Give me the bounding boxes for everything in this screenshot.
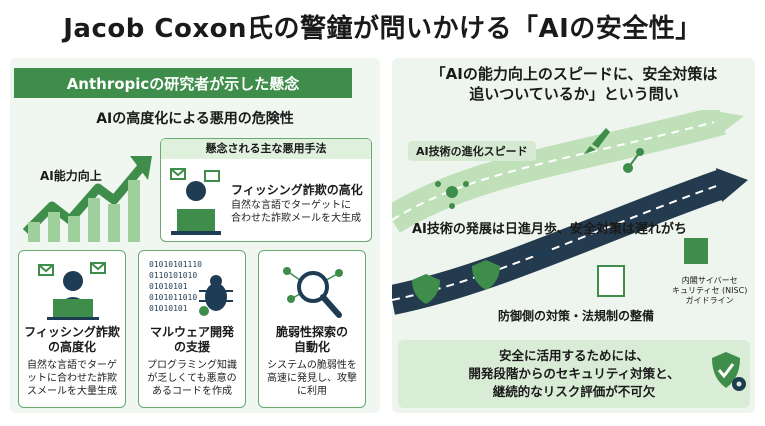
left-subtitle: AIの高度化による悪用の危険性 bbox=[96, 111, 294, 127]
phishing-hacker-icon bbox=[38, 262, 106, 320]
vuln-card: 脆弱性探索の 自動化 システムの脆弱性を 高速に発見し、攻撃 に利用 bbox=[258, 250, 366, 408]
magnifier-network-icon bbox=[283, 267, 343, 318]
malware-text-line3: あるコードを作成 bbox=[152, 386, 232, 397]
conclusion-line2: 開発段階からのセキュリティ対策と、 bbox=[468, 366, 680, 381]
phishing-heading-line2: の高度化 bbox=[47, 340, 96, 354]
malware-bug-icon bbox=[199, 275, 233, 316]
phishing-card-heading: フィッシング詐欺 の高度化 bbox=[19, 325, 125, 355]
malware-card-text: プログラミング知識 が乏しくても悪意の あるコードを作成 bbox=[143, 359, 241, 398]
conclusion-box: 安全に活用するためには、 開発段階からのセキュリティ対策と、 継続的なリスク評価… bbox=[398, 340, 750, 408]
vuln-card-heading: 脆弱性探索の 自動化 bbox=[259, 325, 365, 355]
main-card-text-1: 自然な言語でターゲットに bbox=[231, 200, 351, 211]
binary-line: 0110101010 bbox=[149, 271, 198, 280]
main-card-title: 懸念される主な悪用手法 bbox=[161, 139, 371, 159]
binary-code-block: 01010101110 0110101010 01010101 01010110… bbox=[149, 259, 202, 314]
vuln-text-line1: システムの脆弱性を bbox=[267, 360, 357, 371]
hacker-laptop-icon bbox=[170, 168, 221, 235]
right-title-line2: 追いついているか」という問い bbox=[469, 85, 679, 103]
conclusion-line1: 安全に活用するためには、 bbox=[498, 348, 649, 363]
growth-arrow-icon bbox=[22, 156, 152, 242]
phishing-text-line1: 自然な言語でターゲ bbox=[27, 360, 117, 371]
speed-label: AI技術の進化スピード bbox=[408, 141, 536, 161]
nisc-label: 内閣サイバーセ キュリティセ (NISC) ガイドライン bbox=[672, 276, 747, 306]
shield-gear-icon bbox=[712, 352, 746, 391]
malware-text-line1: プログラミング知識 bbox=[147, 360, 237, 371]
page-title: Jacob Coxon氏の警鐘が問いかける「AIの安全性」 bbox=[63, 14, 702, 44]
malware-heading-line1: マルウェア開発 bbox=[149, 325, 234, 339]
vuln-text-line3: に利用 bbox=[297, 386, 327, 397]
phishing-heading-line1: フィッシング詐欺 bbox=[24, 325, 120, 339]
vuln-text-line2: 高速に発見し、攻撃 bbox=[267, 373, 357, 384]
left-header: Anthropicの研究者が示した懸念 bbox=[14, 68, 352, 98]
roads-illustration bbox=[392, 110, 748, 315]
binary-line: 0101011010 bbox=[149, 293, 198, 302]
phishing-card-text: 自然な言語でターゲ ットに合わせた詐欺 スメールを大量生成 bbox=[23, 359, 121, 398]
conclusion-line3: 継続的なリスク評価が不可欠 bbox=[492, 384, 656, 399]
malware-heading-line2: の支援 bbox=[173, 340, 210, 354]
phishing-text-line2: ットに合わせた詐欺 bbox=[27, 373, 117, 384]
vuln-card-text: システムの脆弱性を 高速に発見し、攻撃 に利用 bbox=[263, 359, 361, 398]
binary-line: 01010101 bbox=[149, 282, 188, 291]
nisc-line3: ガイドライン bbox=[685, 296, 734, 305]
malware-card-heading: マルウェア開発 の支援 bbox=[139, 325, 245, 355]
malware-text-line2: が乏しくても悪意の bbox=[147, 373, 237, 384]
right-title-line1: 「AIの能力向上のスピードに、安全対策は bbox=[430, 65, 718, 83]
vuln-heading-line1: 脆弱性探索の bbox=[275, 325, 348, 339]
right-title: 「AIの能力向上のスピードに、安全対策は 追いついているか」という問い bbox=[400, 64, 748, 104]
defense-text: 防御側の対策・法規制の整備 bbox=[498, 309, 655, 323]
gap-text: AI技術の発展は日進月歩、安全対策は遅れがち bbox=[412, 222, 687, 237]
binary-line: 01010101110 bbox=[149, 260, 202, 269]
main-threat-card: 懸念される主な悪用手法 フィッシング詐欺の高化 自然な言語でターゲットに 合わせ… bbox=[160, 138, 372, 242]
nisc-line1: 内閣サイバーセ bbox=[681, 276, 738, 285]
main-card-text-2: 合わせた詐欺メールを大生成 bbox=[231, 213, 361, 224]
main-card-heading: フィッシング詐欺の高化 bbox=[231, 183, 363, 197]
binary-line: 01010101 bbox=[149, 304, 188, 313]
nisc-line2: キュリティセ (NISC) bbox=[672, 286, 748, 295]
malware-card: 01010101110 0110101010 01010101 01010110… bbox=[138, 250, 246, 408]
phishing-text-line3: スメールを大量生成 bbox=[27, 386, 117, 397]
vuln-heading-line2: 自動化 bbox=[293, 340, 330, 354]
ability-label: AI能力向上 bbox=[40, 169, 102, 183]
rocket-icon bbox=[584, 128, 610, 154]
phishing-card: フィッシング詐欺 の高度化 自然な言語でターゲ ットに合わせた詐欺 スメールを大… bbox=[18, 250, 126, 408]
shield-icon bbox=[412, 260, 500, 304]
